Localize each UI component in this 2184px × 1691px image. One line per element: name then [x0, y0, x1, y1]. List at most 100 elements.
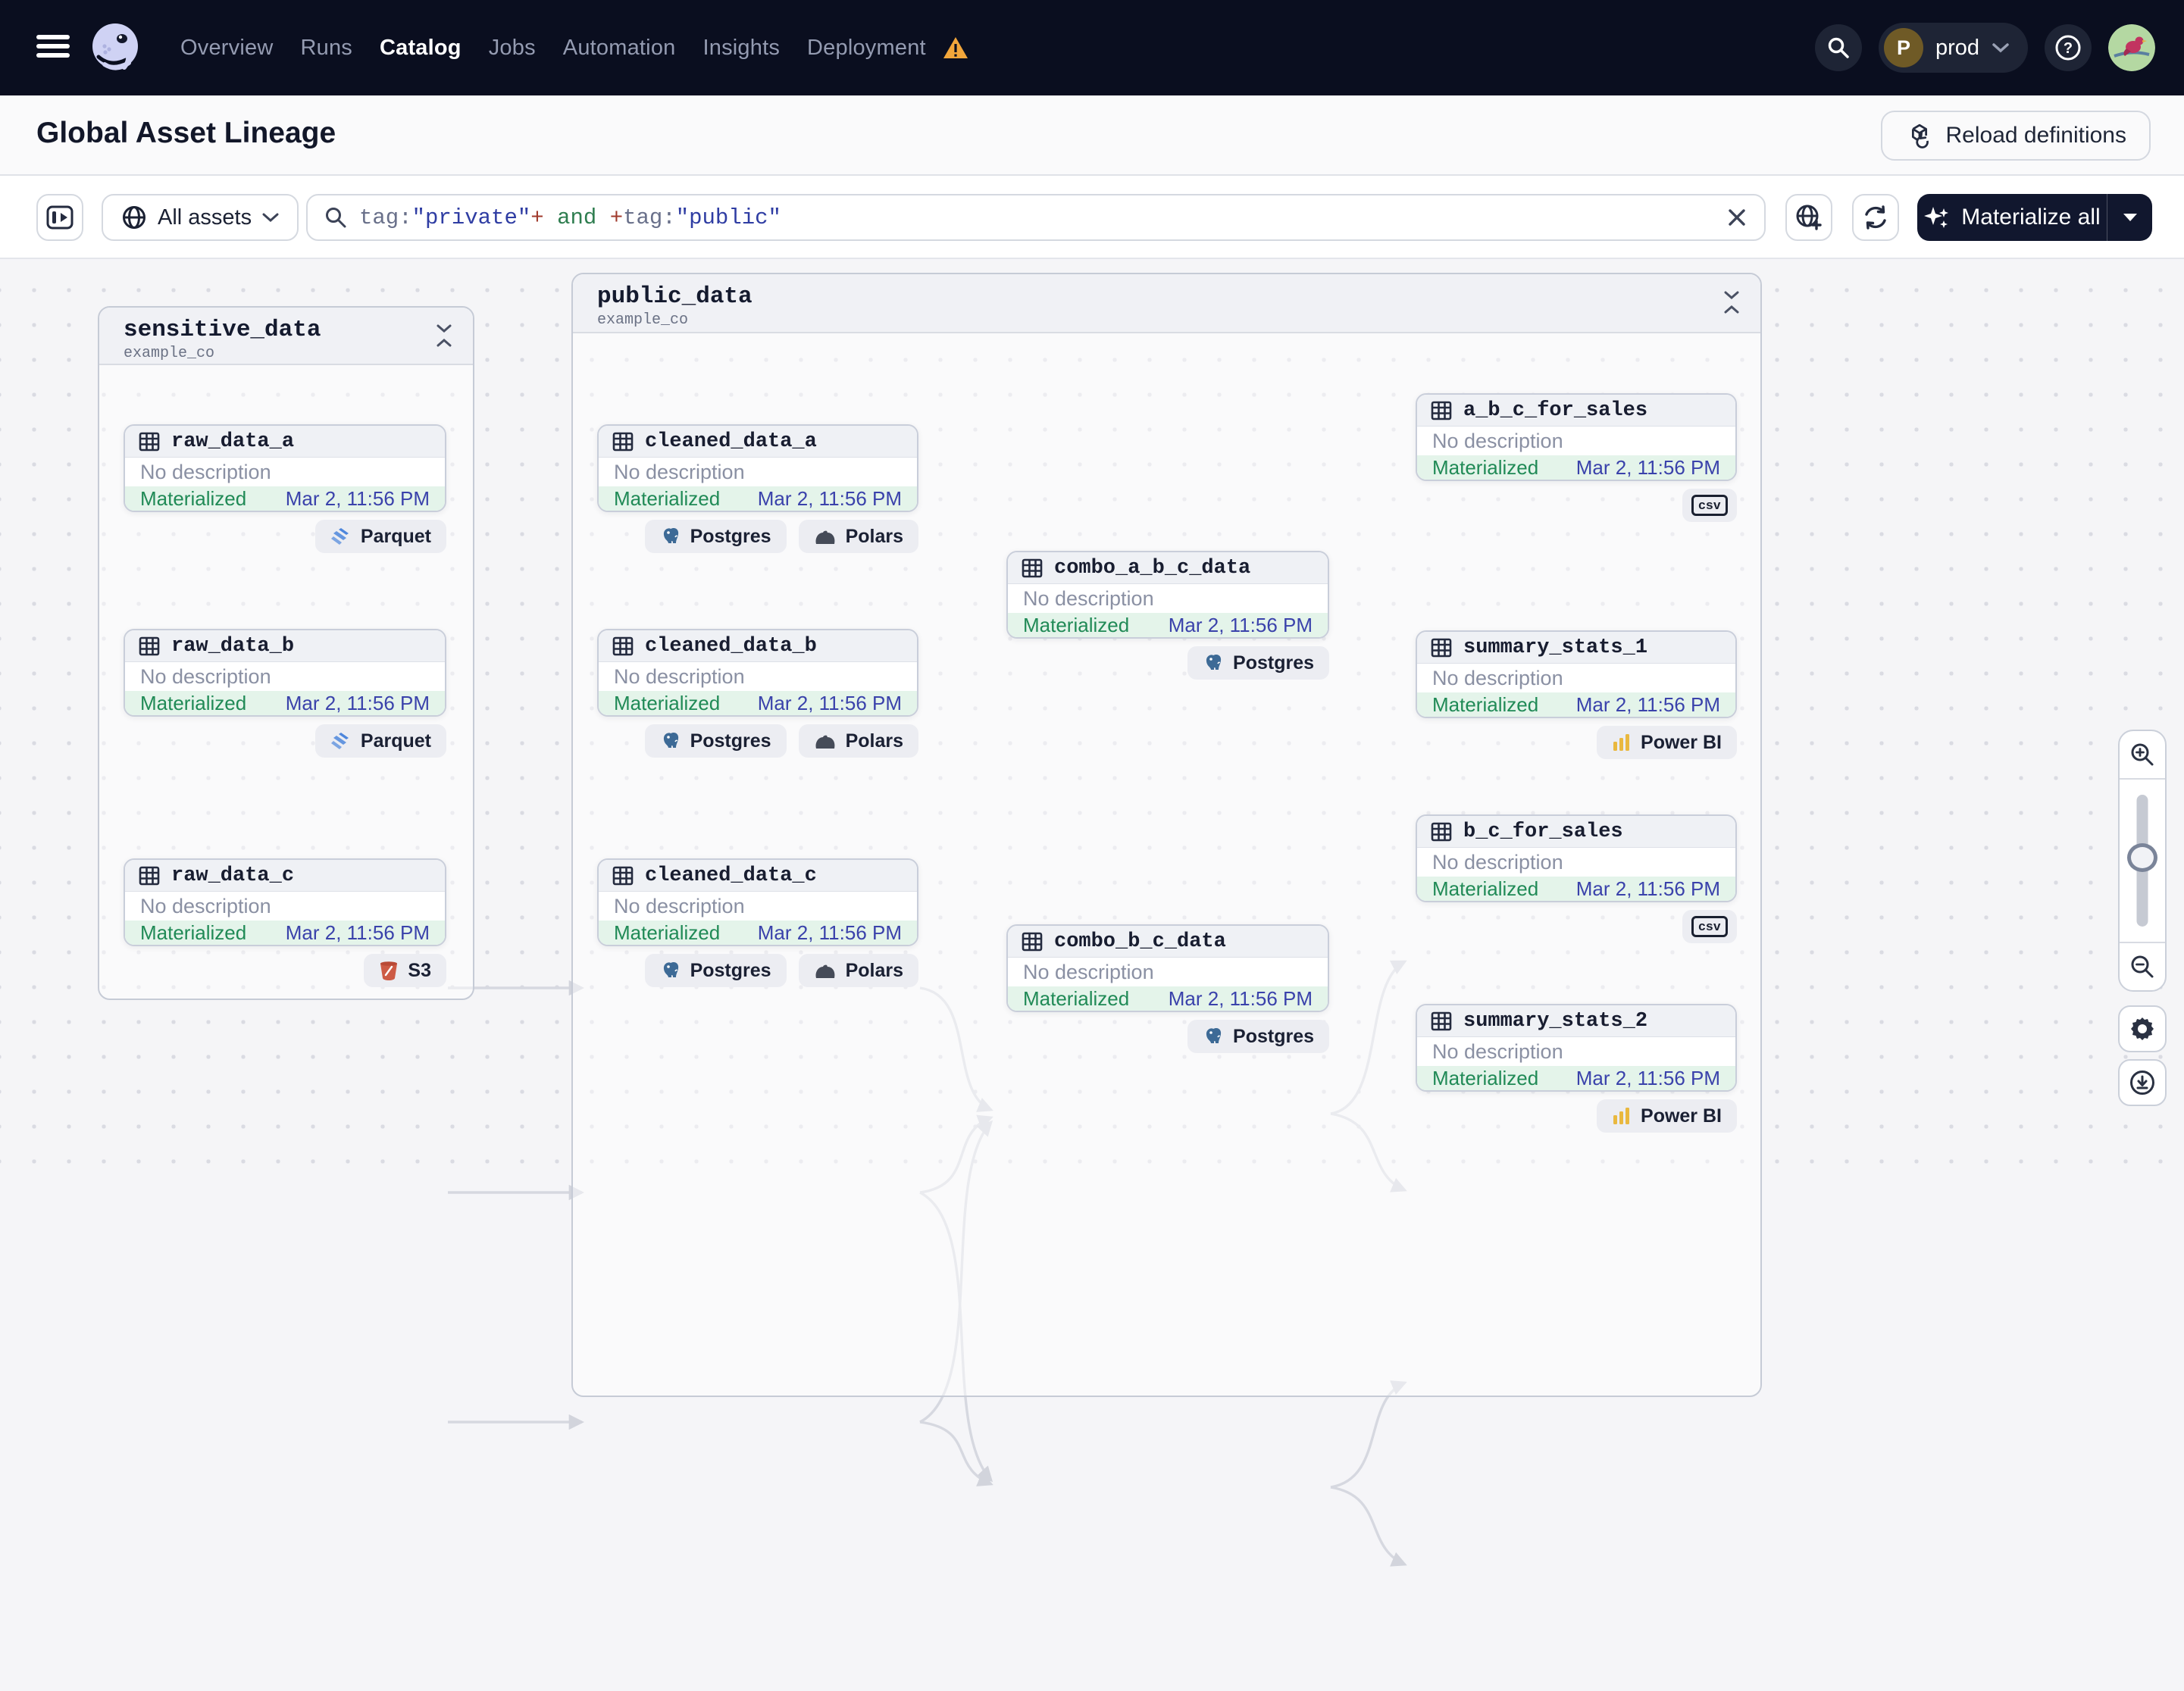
graph-settings-button[interactable] — [2118, 1005, 2167, 1052]
nav-item-runs[interactable]: Runs — [300, 35, 352, 60]
materialization-timestamp[interactable]: Mar 2, 11:56 PM — [1575, 877, 1720, 900]
kind-badge-postgres[interactable]: Postgres — [644, 724, 787, 758]
hamburger-menu-icon[interactable] — [36, 30, 79, 65]
materialization-timestamp[interactable]: Mar 2, 11:56 PM — [1575, 455, 1720, 479]
toggle-sidebar-button[interactable] — [36, 194, 83, 241]
asset-node-cleaned-data-a[interactable]: cleaned_data_a No description Materializ… — [597, 424, 918, 512]
materialization-timestamp[interactable]: Mar 2, 11:56 PM — [1575, 692, 1720, 716]
kind-badges: Parquet — [124, 520, 446, 556]
status-badge: Materialized — [140, 691, 247, 714]
zoom-slider-thumb[interactable] — [2127, 843, 2157, 872]
nav-item-jobs[interactable]: Jobs — [488, 35, 536, 60]
materialization-timestamp[interactable]: Mar 2, 11:56 PM — [757, 486, 902, 510]
asset-node-cleaned-data-c[interactable]: cleaned_data_c No description Materializ… — [597, 858, 918, 946]
kind-badge-postgres[interactable]: Postgres — [644, 954, 787, 987]
kind-badge-powerbi[interactable]: Power BI — [1597, 726, 1737, 759]
kind-badge-polars[interactable]: Polars — [798, 724, 918, 758]
kind-badges: Postgres — [1006, 1020, 1329, 1056]
kind-badge-parquet[interactable]: Parquet — [314, 724, 446, 758]
status-badge: Materialized — [614, 691, 721, 714]
group-title[interactable]: public_data — [597, 283, 753, 310]
materialization-timestamp[interactable]: Mar 2, 11:56 PM — [757, 921, 902, 944]
materialization-timestamp[interactable]: Mar 2, 11:56 PM — [1575, 1066, 1720, 1089]
gear-icon — [2131, 1017, 2154, 1040]
kind-badges: csv — [1416, 910, 1737, 946]
nav-item-catalog[interactable]: Catalog — [379, 35, 462, 60]
kind-badge-postgres[interactable]: Postgres — [1187, 646, 1329, 680]
top-nav: Overview Runs Catalog Jobs Automation In… — [0, 0, 2184, 95]
user-avatar[interactable] — [2108, 24, 2155, 71]
dagster-logo[interactable] — [88, 20, 142, 75]
nav-item-overview[interactable]: Overview — [180, 35, 274, 60]
materialization-timestamp[interactable]: Mar 2, 11:56 PM — [757, 691, 902, 714]
parquet-icon — [330, 528, 349, 545]
csv-icon: csv — [1691, 495, 1728, 516]
materialize-all-main[interactable]: Materialize all — [1917, 204, 2107, 231]
status-badge: Materialized — [1023, 986, 1130, 1010]
asset-scope-label: All assets — [158, 205, 252, 230]
asset-description: No description — [1432, 850, 1563, 874]
asset-node-summary-stats-1[interactable]: summary_stats_1 No description Materiali… — [1416, 630, 1737, 718]
collapse-group-icon[interactable] — [1722, 289, 1741, 315]
kind-badge-s3[interactable]: S3 — [364, 954, 446, 987]
asset-node-cleaned-data-b[interactable]: cleaned_data_b No description Materializ… — [597, 629, 918, 717]
asset-node-summary-stats-2[interactable]: summary_stats_2 No description Materiali… — [1416, 1004, 1737, 1092]
materialize-all-button[interactable]: Materialize all — [1917, 194, 2152, 241]
kind-badge-powerbi[interactable]: Power BI — [1597, 1099, 1737, 1133]
materialization-timestamp[interactable]: Mar 2, 11:56 PM — [285, 921, 430, 944]
kind-badges: Power BI — [1416, 726, 1737, 762]
asset-description: No description — [614, 664, 745, 688]
materialize-options-button[interactable] — [2107, 194, 2152, 241]
asset-node-combo-b-c-data[interactable]: combo_b_c_data No description Materializ… — [1006, 924, 1329, 1012]
group-title[interactable]: sensitive_data — [124, 317, 321, 343]
download-graph-button[interactable] — [2118, 1059, 2167, 1106]
deployment-switcher[interactable]: P prod — [1878, 23, 2028, 73]
powerbi-icon — [1613, 734, 1630, 751]
nav-item-insights[interactable]: Insights — [702, 35, 781, 60]
postgres-icon — [1206, 1027, 1222, 1043]
kind-badge-postgres[interactable]: Postgres — [1187, 1020, 1329, 1053]
help-button[interactable]: ? — [2045, 24, 2092, 71]
asset-node-combo-a-b-c-data[interactable]: combo_a_b_c_data No description Material… — [1006, 551, 1329, 639]
asset-description: No description — [1432, 666, 1563, 689]
refresh-icon — [1865, 205, 1886, 230]
asset-node-a-b-c-for-sales[interactable]: a_b_c_for_sales No description Materiali… — [1416, 393, 1737, 481]
nav-item-deployment[interactable]: Deployment — [807, 35, 926, 60]
zoom-slider[interactable] — [2120, 778, 2165, 943]
lineage-toolbar: All assets tag:"private"+ and +tag:"publ… — [0, 176, 2184, 259]
table-icon — [612, 432, 634, 451]
kind-badge-polars[interactable]: Polars — [798, 520, 918, 553]
help-icon: ? — [2055, 35, 2081, 61]
group-repo: example_co — [597, 311, 689, 329]
zoom-out-button[interactable] — [2120, 943, 2165, 990]
asset-node-b-c-for-sales[interactable]: b_c_for_sales No description Materialize… — [1416, 814, 1737, 902]
asset-filter-input[interactable]: tag:"private"+ and +tag:"public" — [306, 194, 1766, 241]
materialization-timestamp[interactable]: Mar 2, 11:56 PM — [1168, 986, 1313, 1010]
kind-badge-csv[interactable]: csv — [1682, 910, 1737, 943]
materialization-timestamp[interactable]: Mar 2, 11:56 PM — [285, 486, 430, 510]
clear-filter-button[interactable] — [1726, 207, 1748, 228]
kind-badge-polars[interactable]: Polars — [798, 954, 918, 987]
materialization-timestamp[interactable]: Mar 2, 11:56 PM — [1168, 613, 1313, 636]
global-search-button[interactable] — [1814, 24, 1862, 71]
group-repo: example_co — [124, 345, 215, 362]
materialization-timestamp[interactable]: Mar 2, 11:56 PM — [285, 691, 430, 714]
asset-scope-dropdown[interactable]: All assets — [102, 194, 299, 241]
collapse-group-icon[interactable] — [435, 323, 453, 349]
refresh-button[interactable] — [1852, 194, 1899, 241]
nav-item-automation[interactable]: Automation — [562, 35, 676, 60]
filter-to-group-button[interactable] — [1785, 194, 1832, 241]
status-badge: Materialized — [614, 921, 721, 944]
status-badge: Materialized — [1432, 455, 1539, 479]
kind-badges: Power BI — [1416, 1099, 1737, 1136]
table-icon — [1022, 558, 1043, 577]
lineage-canvas[interactable]: sensitive_data example_co public_data ex… — [0, 261, 2184, 1567]
reload-definitions-button[interactable]: Reload definitions — [1880, 111, 2151, 161]
zoom-in-button[interactable] — [2120, 731, 2165, 778]
kind-badge-parquet[interactable]: Parquet — [314, 520, 446, 553]
kind-badge-postgres[interactable]: Postgres — [644, 520, 787, 553]
kind-badge-csv[interactable]: csv — [1682, 489, 1737, 522]
